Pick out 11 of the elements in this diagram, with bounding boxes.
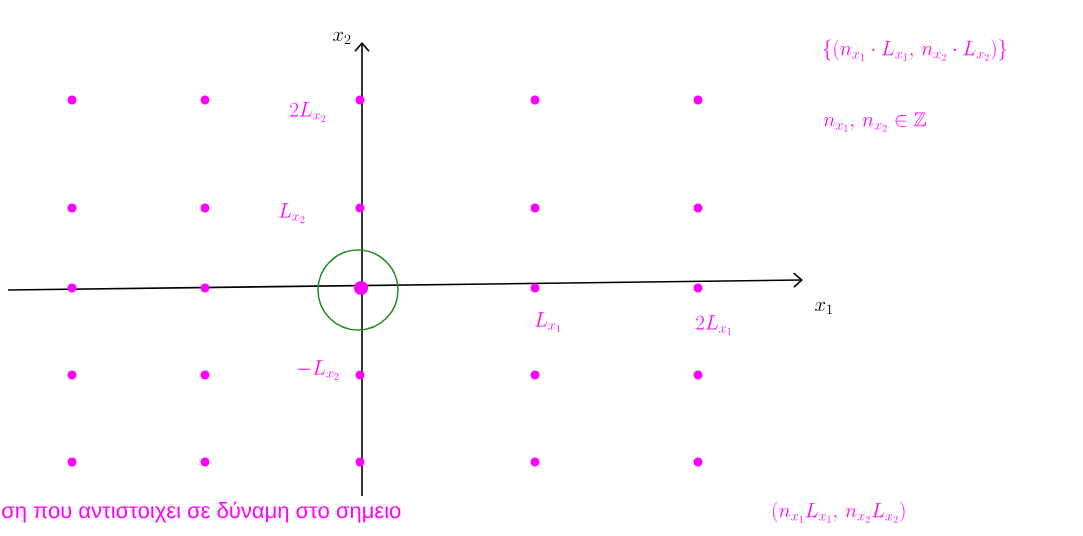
- tick-label: $-L_{x_2}$: [297, 360, 339, 380]
- set-formula: $\left\{(n_{x_1}\cdot L_{x_1},\, n_{x_2}\cdot L_{x_2})\right\}$: [823, 39, 1007, 61]
- point-formula: $(n_{x_1}L_{x_1},\, n_{x_2}L_{x_2})$: [773, 501, 905, 523]
- note-text: ση που αντιστοιχει σε δύναμη στο σημειο: [2, 501, 401, 523]
- condition-formula: $n_{x_1},\, n_{x_2} \in \mathbb{Z}$: [823, 112, 927, 132]
- tick-label: $L_{x_2}$: [279, 203, 305, 223]
- tick-label: $2L_{x_1}$: [696, 315, 731, 335]
- tick-label: $L_{x_1}$: [535, 312, 561, 332]
- axis-label: $x_1$: [815, 301, 832, 314]
- tick-label: $2L_{x_2}$: [290, 102, 326, 122]
- axis-label: $x_2$: [333, 31, 351, 44]
